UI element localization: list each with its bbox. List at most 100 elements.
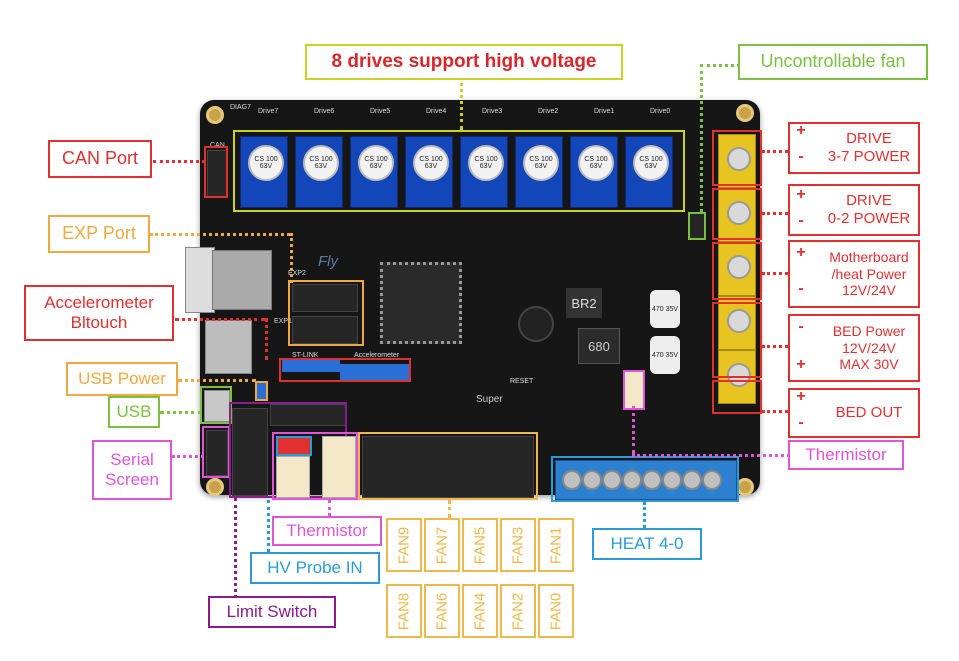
- leader-line: [290, 233, 293, 283]
- thermistor-right-label: Thermistor: [788, 440, 904, 470]
- polarity-sign: +: [796, 244, 806, 261]
- polarity-sign: +: [796, 388, 806, 405]
- uncontrollable-fan-header: [688, 212, 706, 240]
- stepper-driver: CS 100 63V: [625, 136, 673, 208]
- mb-text-a: Motherboard: [829, 248, 909, 265]
- drive37-text-b: 3-7 POWER: [827, 148, 911, 165]
- thermistor-connector: [322, 436, 356, 498]
- leader-line: [643, 502, 646, 528]
- leader-line: [632, 406, 635, 454]
- usb-power-jumper: [255, 381, 268, 401]
- leader-line: [175, 318, 265, 321]
- fan-label-text: FAN9: [395, 526, 413, 564]
- exp1-silk: EXP1: [274, 318, 292, 325]
- fan-label-text: FAN0: [547, 592, 565, 630]
- limit-switch-label: Limit Switch: [208, 596, 336, 628]
- can-port-label: CAN Port: [48, 140, 152, 178]
- leader-line: [172, 455, 204, 458]
- drive37-power-label: DRIVE 3-7 POWER: [788, 122, 920, 174]
- fan-headers: [362, 436, 534, 498]
- usb-label: USB: [108, 396, 160, 428]
- thermistor-right-connector: [623, 370, 645, 410]
- stepper-driver: CS 100 63V: [350, 136, 398, 208]
- exp2-silk: EXP2: [288, 270, 306, 277]
- diag-silk: DIAG7: [230, 104, 252, 111]
- leader-line: [762, 410, 788, 413]
- leader-line: [762, 212, 788, 215]
- can-highlight: [204, 146, 228, 198]
- capacitor: CS 100 63V: [523, 145, 559, 181]
- screw: [662, 470, 682, 490]
- fan-label: FAN4: [462, 584, 498, 638]
- polarity-sign: -: [798, 414, 804, 431]
- leader-line: [160, 411, 202, 414]
- accel-highlight: [279, 358, 411, 382]
- screw: [727, 201, 751, 225]
- bed-out-highlight: [712, 380, 762, 414]
- driver-label: Drive6: [314, 108, 335, 115]
- usb-a-port: [185, 247, 215, 313]
- leader-line: [762, 150, 788, 153]
- mount-hole: [206, 478, 224, 496]
- polarity-sign: -: [798, 318, 804, 335]
- accel-silk: Accelerometer: [354, 352, 400, 359]
- board-logo: Fly: [318, 253, 338, 270]
- screw: [602, 470, 622, 490]
- stlink-silk: ST-LINK: [292, 352, 319, 359]
- motherboard-power-label: Motherboard /heat Power 12V/24V: [788, 240, 920, 308]
- leader-line: [267, 500, 270, 552]
- usb-power-label: USB Power: [66, 362, 178, 396]
- stlink-header: [282, 360, 340, 372]
- fan-label-text: FAN5: [471, 526, 489, 564]
- polarity-sign: +: [796, 122, 806, 139]
- leader-line: [153, 160, 205, 163]
- leader-line: [762, 272, 788, 275]
- heat-highlight: [551, 456, 739, 502]
- thermistor-left-label: Thermistor: [272, 516, 382, 546]
- fan-label: FAN8: [386, 584, 422, 638]
- driver-label: Drive7: [258, 108, 279, 115]
- bltouch-text: Bltouch: [70, 313, 128, 332]
- accel-header: [340, 364, 410, 380]
- stepper-driver: CS 100 63V: [405, 136, 453, 208]
- screw: [727, 147, 751, 171]
- driver-label: Drive4: [426, 108, 447, 115]
- fan-label-text: FAN8: [395, 592, 413, 630]
- fan-label: FAN0: [538, 584, 574, 638]
- heat-label: HEAT 4-0: [592, 528, 702, 560]
- exp-highlight: [288, 280, 364, 346]
- screw: [682, 470, 702, 490]
- leader-line: [700, 64, 703, 212]
- serial-screen-label: Serial Screen: [92, 440, 172, 500]
- mount-hole: [206, 106, 224, 124]
- polarity-sign: -: [798, 148, 804, 165]
- usb-c-highlight: [200, 386, 232, 424]
- screen-text: Screen: [105, 470, 159, 489]
- exp2-header: [292, 284, 358, 312]
- can-silk: CAN: [210, 142, 225, 149]
- mcu-chip: [380, 262, 462, 344]
- mb-text-c: 12V/24V: [842, 282, 896, 299]
- leader-line: [448, 500, 451, 518]
- capacitor: CS 100 63V: [303, 145, 339, 181]
- leader-line: [328, 500, 331, 516]
- bed-text-c: MAX 30V: [839, 356, 899, 373]
- esp-module: [212, 250, 272, 310]
- leader-line: [700, 64, 740, 67]
- stepper-driver: CS 100 63V: [460, 136, 508, 208]
- screw: [562, 470, 582, 490]
- big-capacitor: 470 35V: [650, 290, 680, 328]
- leader-line: [265, 318, 268, 360]
- leader-line: [150, 233, 290, 236]
- exp-port-label: EXP Port: [48, 215, 150, 253]
- model-silk: Super: [476, 394, 503, 405]
- exp1-header: [292, 316, 358, 344]
- power-terminal: [718, 188, 756, 242]
- uncontrollable-fan-label: Uncontrollable fan: [738, 44, 928, 80]
- serial-connector: [206, 430, 228, 476]
- screw: [622, 470, 642, 490]
- fan-label-text: FAN7: [433, 526, 451, 564]
- power-terminal: [718, 296, 756, 350]
- stepper-driver: CS 100 63V: [295, 136, 343, 208]
- fan-label: FAN7: [424, 518, 460, 572]
